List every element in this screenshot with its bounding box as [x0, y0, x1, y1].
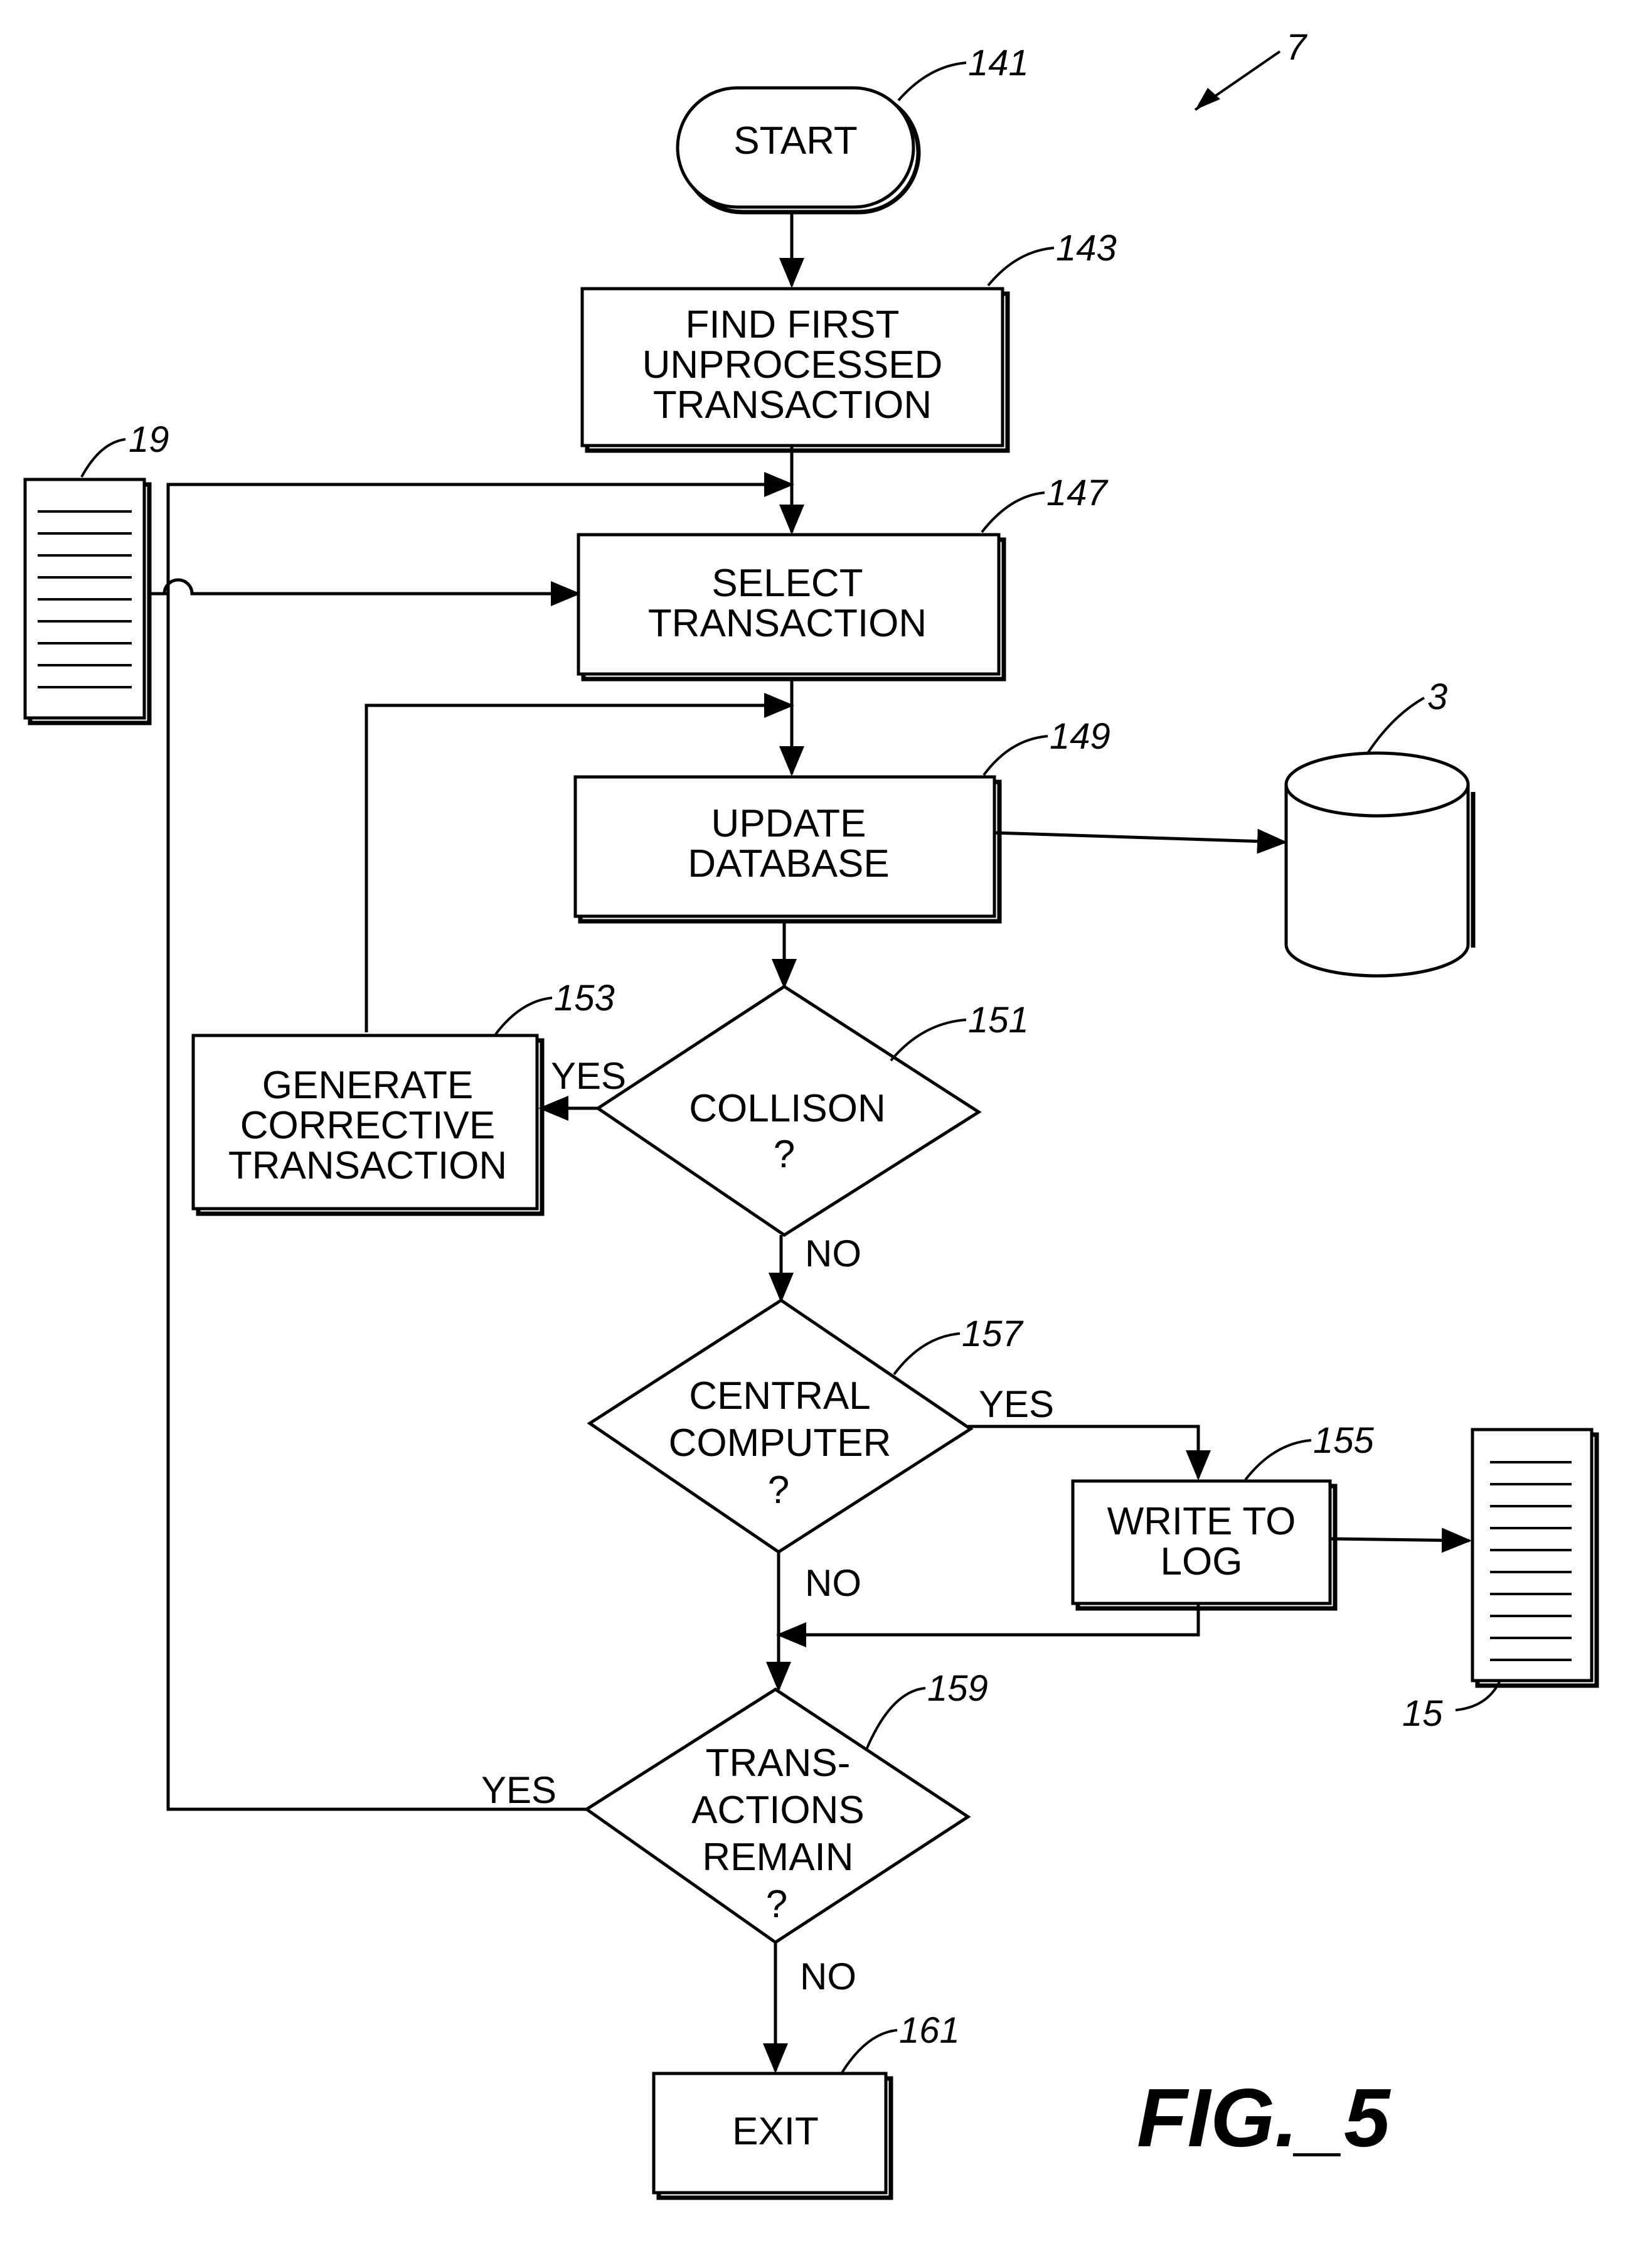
arrow-update-to-database	[994, 833, 1285, 842]
write-log-line-2: LOG	[1161, 1540, 1243, 1583]
collision-no-label: NO	[805, 1233, 861, 1275]
ref-159: 159	[927, 1668, 988, 1709]
collision-decision: COLLISON ?	[598, 987, 979, 1235]
select-line-2: TRANSACTION	[648, 602, 927, 645]
ref-157: 157	[962, 1313, 1025, 1354]
remain-line-2: ACTIONS	[691, 1789, 865, 1832]
ref-19: 19	[129, 419, 169, 460]
update-process: UPDATE DATABASE	[575, 777, 999, 921]
collision-line-2: ?	[774, 1133, 795, 1176]
remain-line-1: TRANS-	[706, 1741, 851, 1785]
arrow-central-to-write-log	[968, 1426, 1198, 1478]
ref-143: 143	[1056, 228, 1117, 269]
ref-151: 151	[968, 1000, 1029, 1040]
select-line-1: SELECT	[711, 562, 863, 605]
central-no-label: NO	[805, 1562, 861, 1604]
ref-153: 153	[554, 978, 615, 1019]
update-line-2: DATABASE	[688, 842, 890, 885]
select-process: SELECT TRANSACTION	[578, 535, 1004, 679]
collision-line-1: COLLISON	[689, 1087, 886, 1130]
ref-7: 7	[1286, 27, 1308, 68]
start-label: START	[733, 119, 858, 163]
write-log-line-1: WRITE TO	[1107, 1500, 1296, 1543]
generate-line-2: CORRECTIVE	[240, 1104, 495, 1147]
remain-yes-label: YES	[481, 1769, 556, 1811]
ref-149: 149	[1050, 716, 1110, 757]
database-cylinder	[1286, 753, 1473, 976]
find-first-line-3: TRANSACTION	[653, 383, 932, 427]
ref-155: 155	[1313, 1420, 1375, 1461]
update-line-1: UPDATE	[711, 802, 866, 845]
arrow-write-log-to-log-doc	[1330, 1539, 1469, 1541]
generate-line-3: TRANSACTION	[228, 1144, 507, 1187]
central-line-1: CENTRAL	[689, 1374, 870, 1418]
ref-141: 141	[968, 43, 1029, 83]
exit-terminal: EXIT	[654, 2073, 891, 2198]
remain-line-4: ?	[766, 1883, 787, 1926]
ref-161: 161	[899, 2010, 960, 2051]
ref-15: 15	[1402, 1693, 1443, 1734]
figure-label: FIG._5	[1137, 2072, 1391, 2164]
remain-decision: TRANS- ACTIONS REMAIN ?	[587, 1689, 968, 1942]
collision-yes-label: YES	[551, 1055, 626, 1097]
exit-label: EXIT	[732, 2110, 819, 2153]
generate-line-1: GENERATE	[262, 1064, 473, 1107]
central-computer-decision: CENTRAL COMPUTER ?	[590, 1300, 971, 1552]
find-first-line-1: FIND FIRST	[686, 303, 900, 346]
generate-process: GENERATE CORRECTIVE TRANSACTION	[193, 1035, 542, 1214]
central-line-2: COMPUTER	[669, 1421, 892, 1465]
start-terminal: START	[678, 88, 918, 212]
central-yes-label: YES	[979, 1383, 1054, 1425]
central-line-3: ?	[768, 1468, 789, 1512]
figure-ref-arrowhead	[1195, 88, 1220, 110]
find-first-line-2: UNPROCESSED	[642, 343, 943, 387]
remain-line-3: REMAIN	[702, 1836, 853, 1879]
ref-3: 3	[1427, 677, 1447, 717]
write-log-process: WRITE TO LOG	[1073, 1481, 1335, 1608]
arrow-input-doc-to-select-hop	[149, 580, 578, 594]
find-first-process: FIND FIRST UNPROCESSED TRANSACTION	[582, 289, 1008, 451]
log-document	[1472, 1430, 1597, 1686]
remain-no-label: NO	[800, 1955, 856, 1998]
input-document	[25, 479, 149, 723]
ref-147: 147	[1046, 473, 1109, 513]
